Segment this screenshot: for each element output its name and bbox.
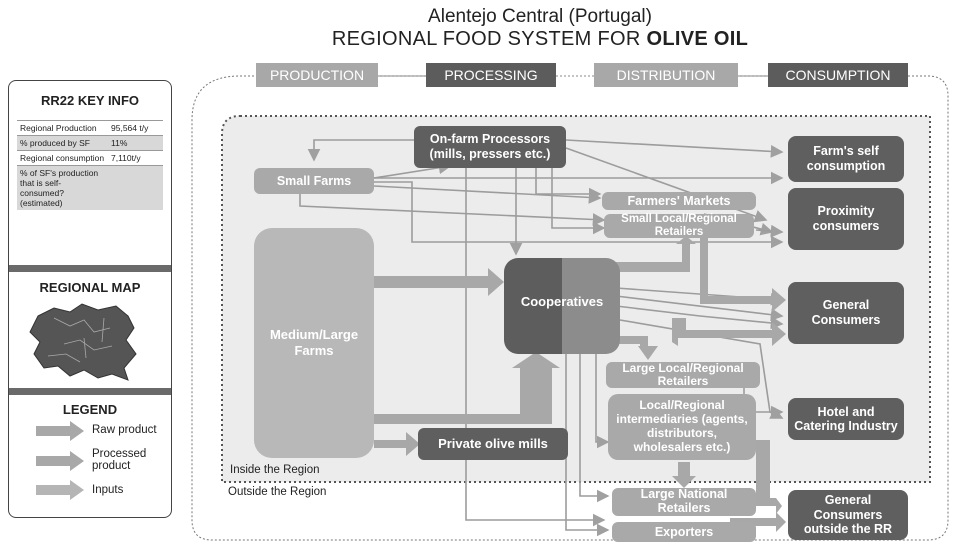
key-label: % of SF's production that is self-consum… xyxy=(17,165,108,210)
node-intermediaries: Local/Regional intermediaries (agents, d… xyxy=(608,394,756,460)
title-line-2: REGIONAL FOOD SYSTEM FOR OLIVE OIL xyxy=(0,28,955,51)
title-bold: OLIVE OIL xyxy=(646,28,749,50)
node-exporters: Exporters xyxy=(612,522,756,542)
node-large-national-retailers: Large National Retailers xyxy=(612,487,756,516)
legend-raw-arrow-icon xyxy=(36,421,84,441)
stage-production: PRODUCTION xyxy=(256,63,378,87)
regional-map-image xyxy=(29,303,137,381)
node-large-local-retailers: Large Local/Regional Retailers xyxy=(606,361,760,388)
node-small-retailers: Small Local/Regional Retailers xyxy=(604,213,754,238)
node-medium-large-farms: Medium/Large Farms xyxy=(254,228,374,458)
node-farm-self-consumption: Farm's self consumption xyxy=(788,136,904,182)
node-private-olive-mills: Private olive mills xyxy=(418,428,568,460)
map-heading: REGIONAL MAP xyxy=(39,280,141,295)
inside-region-label: Inside the Region xyxy=(230,464,320,476)
node-small-farms: Small Farms xyxy=(254,168,374,194)
key-value: 95,564 t/y xyxy=(108,120,163,136)
cooperatives-label: Cooperatives xyxy=(520,294,604,310)
legend-raw-label: Raw product xyxy=(92,424,157,436)
key-label: Regional Production xyxy=(17,120,108,136)
legend-heading: LEGEND xyxy=(62,402,118,417)
table-row: % of SF's production that is self-consum… xyxy=(17,165,163,210)
stage-distribution: DISTRIBUTION xyxy=(594,63,738,87)
stage-processing: PROCESSING xyxy=(426,63,556,87)
key-value: 11% xyxy=(108,135,163,151)
title-prefix: REGIONAL FOOD SYSTEM FOR xyxy=(331,28,647,50)
node-hotel-catering: Hotel and Catering Industry xyxy=(788,398,904,440)
legend-processed-label: Processed product xyxy=(92,448,147,472)
title-line-1: Alentejo Central (Portugal) xyxy=(428,6,652,27)
node-on-farm-processors: On-farm Processors (mills, pressers etc.… xyxy=(414,126,566,168)
key-label: % produced by SF xyxy=(17,135,108,151)
node-general-consumers: General Consumers xyxy=(788,282,904,344)
panel-divider xyxy=(9,388,171,395)
node-farmers-markets: Farmers' Markets xyxy=(602,192,756,210)
node-general-consumers-outside: General Consumers outside the RR xyxy=(788,490,908,540)
node-cooperatives: Cooperatives xyxy=(504,258,620,354)
key-info-heading: RR22 KEY INFO xyxy=(40,93,139,108)
key-value: 7,110t/y xyxy=(108,150,163,166)
key-label: Regional consumption xyxy=(17,150,108,166)
outside-region-label: Outside the Region xyxy=(228,486,327,498)
legend-inputs-label: Inputs xyxy=(92,484,124,496)
legend-inputs-arrow-icon xyxy=(36,480,84,500)
node-proximity-consumers: Proximity consumers xyxy=(788,188,904,250)
stage-consumption: CONSUMPTION xyxy=(768,63,908,87)
legend-processed-arrow-icon xyxy=(36,451,84,471)
panel-divider xyxy=(9,265,171,272)
key-value xyxy=(108,165,163,210)
